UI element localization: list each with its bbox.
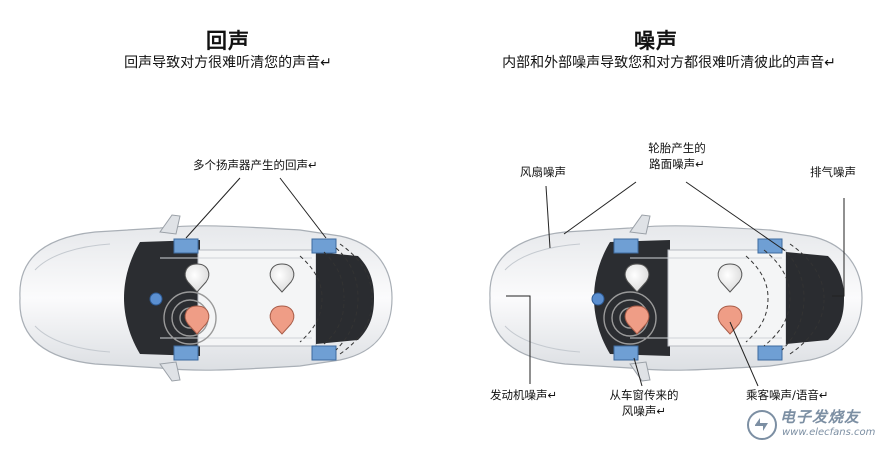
passenger-noise-callout: 乘客噪声/语音↵: [746, 388, 829, 402]
echo-title: 回声: [206, 28, 250, 53]
elecfans-watermark: 电子发烧友 www.elecfans.com: [746, 405, 886, 445]
window-wind-line2: 风噪声↵: [621, 404, 667, 418]
watermark-url: www.elecfans.com: [782, 427, 876, 438]
windshield: [594, 240, 670, 356]
exhaust-noise-callout: 排气噪声: [810, 165, 856, 179]
tire-noise-line2: 路面噪声↵: [649, 157, 705, 171]
engine-noise-callout: 发动机噪声↵: [490, 388, 558, 402]
side-mirrors: [159, 214, 181, 382]
window-wind-noise-callout: 从车窗传来的 风噪声↵: [596, 387, 692, 419]
noise-subtitle: 内部和外部噪声导致您和对方都很难听清彼此的声音↵: [502, 55, 836, 71]
watermark-logo-text: 电子发烧友: [780, 408, 861, 426]
sound-wave-dashes: [299, 243, 373, 355]
speaker-echo-callout: 多个扬声器产生的回声↵: [193, 158, 318, 172]
tire-noise-line1: 轮胎产生的: [648, 141, 706, 155]
noise-panel: 噪声 内部和外部噪声导致您和对方都很难听清彼此的声音↵ 风扇噪声 轮胎产生的 路…: [446, 0, 892, 451]
car-body: [489, 225, 863, 371]
speakers: [613, 238, 783, 361]
callout-lines: [506, 181, 845, 387]
car-echo-diagram: [19, 177, 393, 382]
tire-noise-callout: 轮胎产生的 路面噪声↵: [632, 140, 722, 172]
echo-subtitle: 回声导致对方很难听清您的声音↵: [124, 55, 332, 71]
occupant-heads: [591, 263, 743, 335]
fan-noise-callout: 风扇噪声: [520, 165, 566, 179]
rear-window: [786, 252, 844, 344]
car-noise-diagram: [489, 181, 863, 387]
sound-wave-dashes: [745, 243, 825, 355]
side-mirrors: [629, 214, 651, 382]
echo-panel: 回声 回声导致对方很难听清您的声音↵ 多个扬声器产生的回声↵: [19, 28, 393, 382]
cabin-roof: [197, 249, 317, 347]
occupant-heads: [149, 263, 295, 335]
noise-title: 噪声: [634, 28, 678, 53]
elecfans-logo-icon: [747, 410, 777, 440]
speakers: [173, 238, 337, 361]
callout-lines: [185, 177, 327, 239]
window-wind-line1: 从车窗传来的: [609, 388, 679, 402]
rear-window: [316, 252, 374, 344]
